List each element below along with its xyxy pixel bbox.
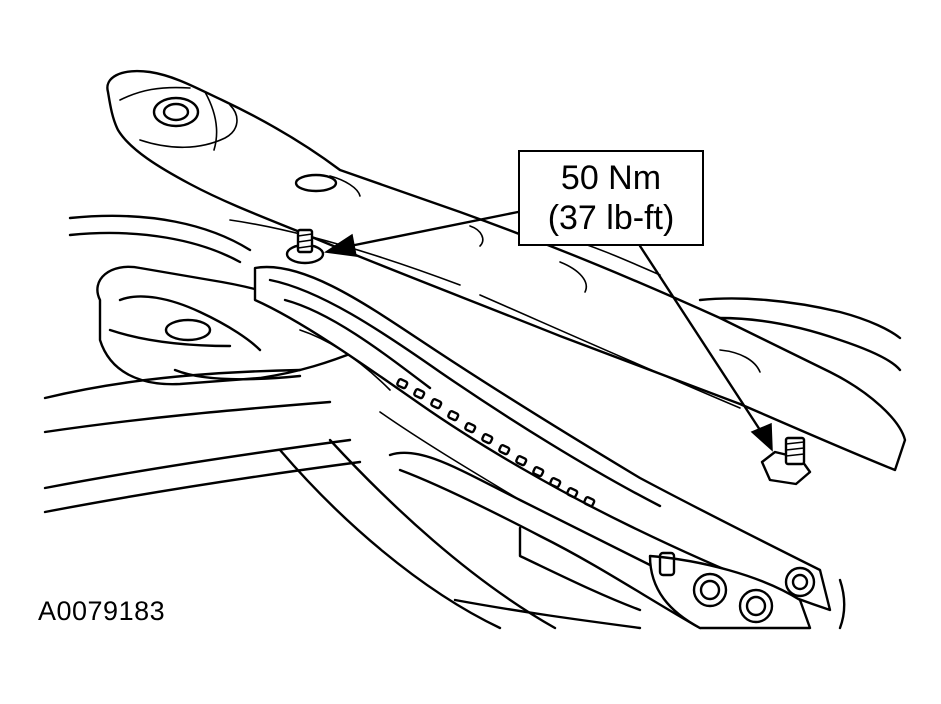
lower-frame-lines <box>43 214 642 630</box>
callout-leader-lines <box>323 210 773 452</box>
torque-imperial-label: (37 lb-ft) <box>547 199 675 237</box>
hex-bolt-icon <box>692 572 728 608</box>
upper-bracket <box>106 69 907 472</box>
rail-slots <box>396 378 596 508</box>
right-stud-nut-icon <box>760 436 812 486</box>
figure-id-label: A0079183 <box>38 596 166 626</box>
left-stud-nut-icon <box>285 228 325 265</box>
hex-bolt-icon <box>738 588 774 624</box>
round-bushing-icon <box>784 566 816 598</box>
diagonal-rail <box>253 265 832 612</box>
torque-spec-callout: 50 Nm (37 lb-ft) <box>518 150 704 246</box>
torque-metric-label: 50 Nm <box>560 159 662 197</box>
mounting-block <box>648 551 816 630</box>
